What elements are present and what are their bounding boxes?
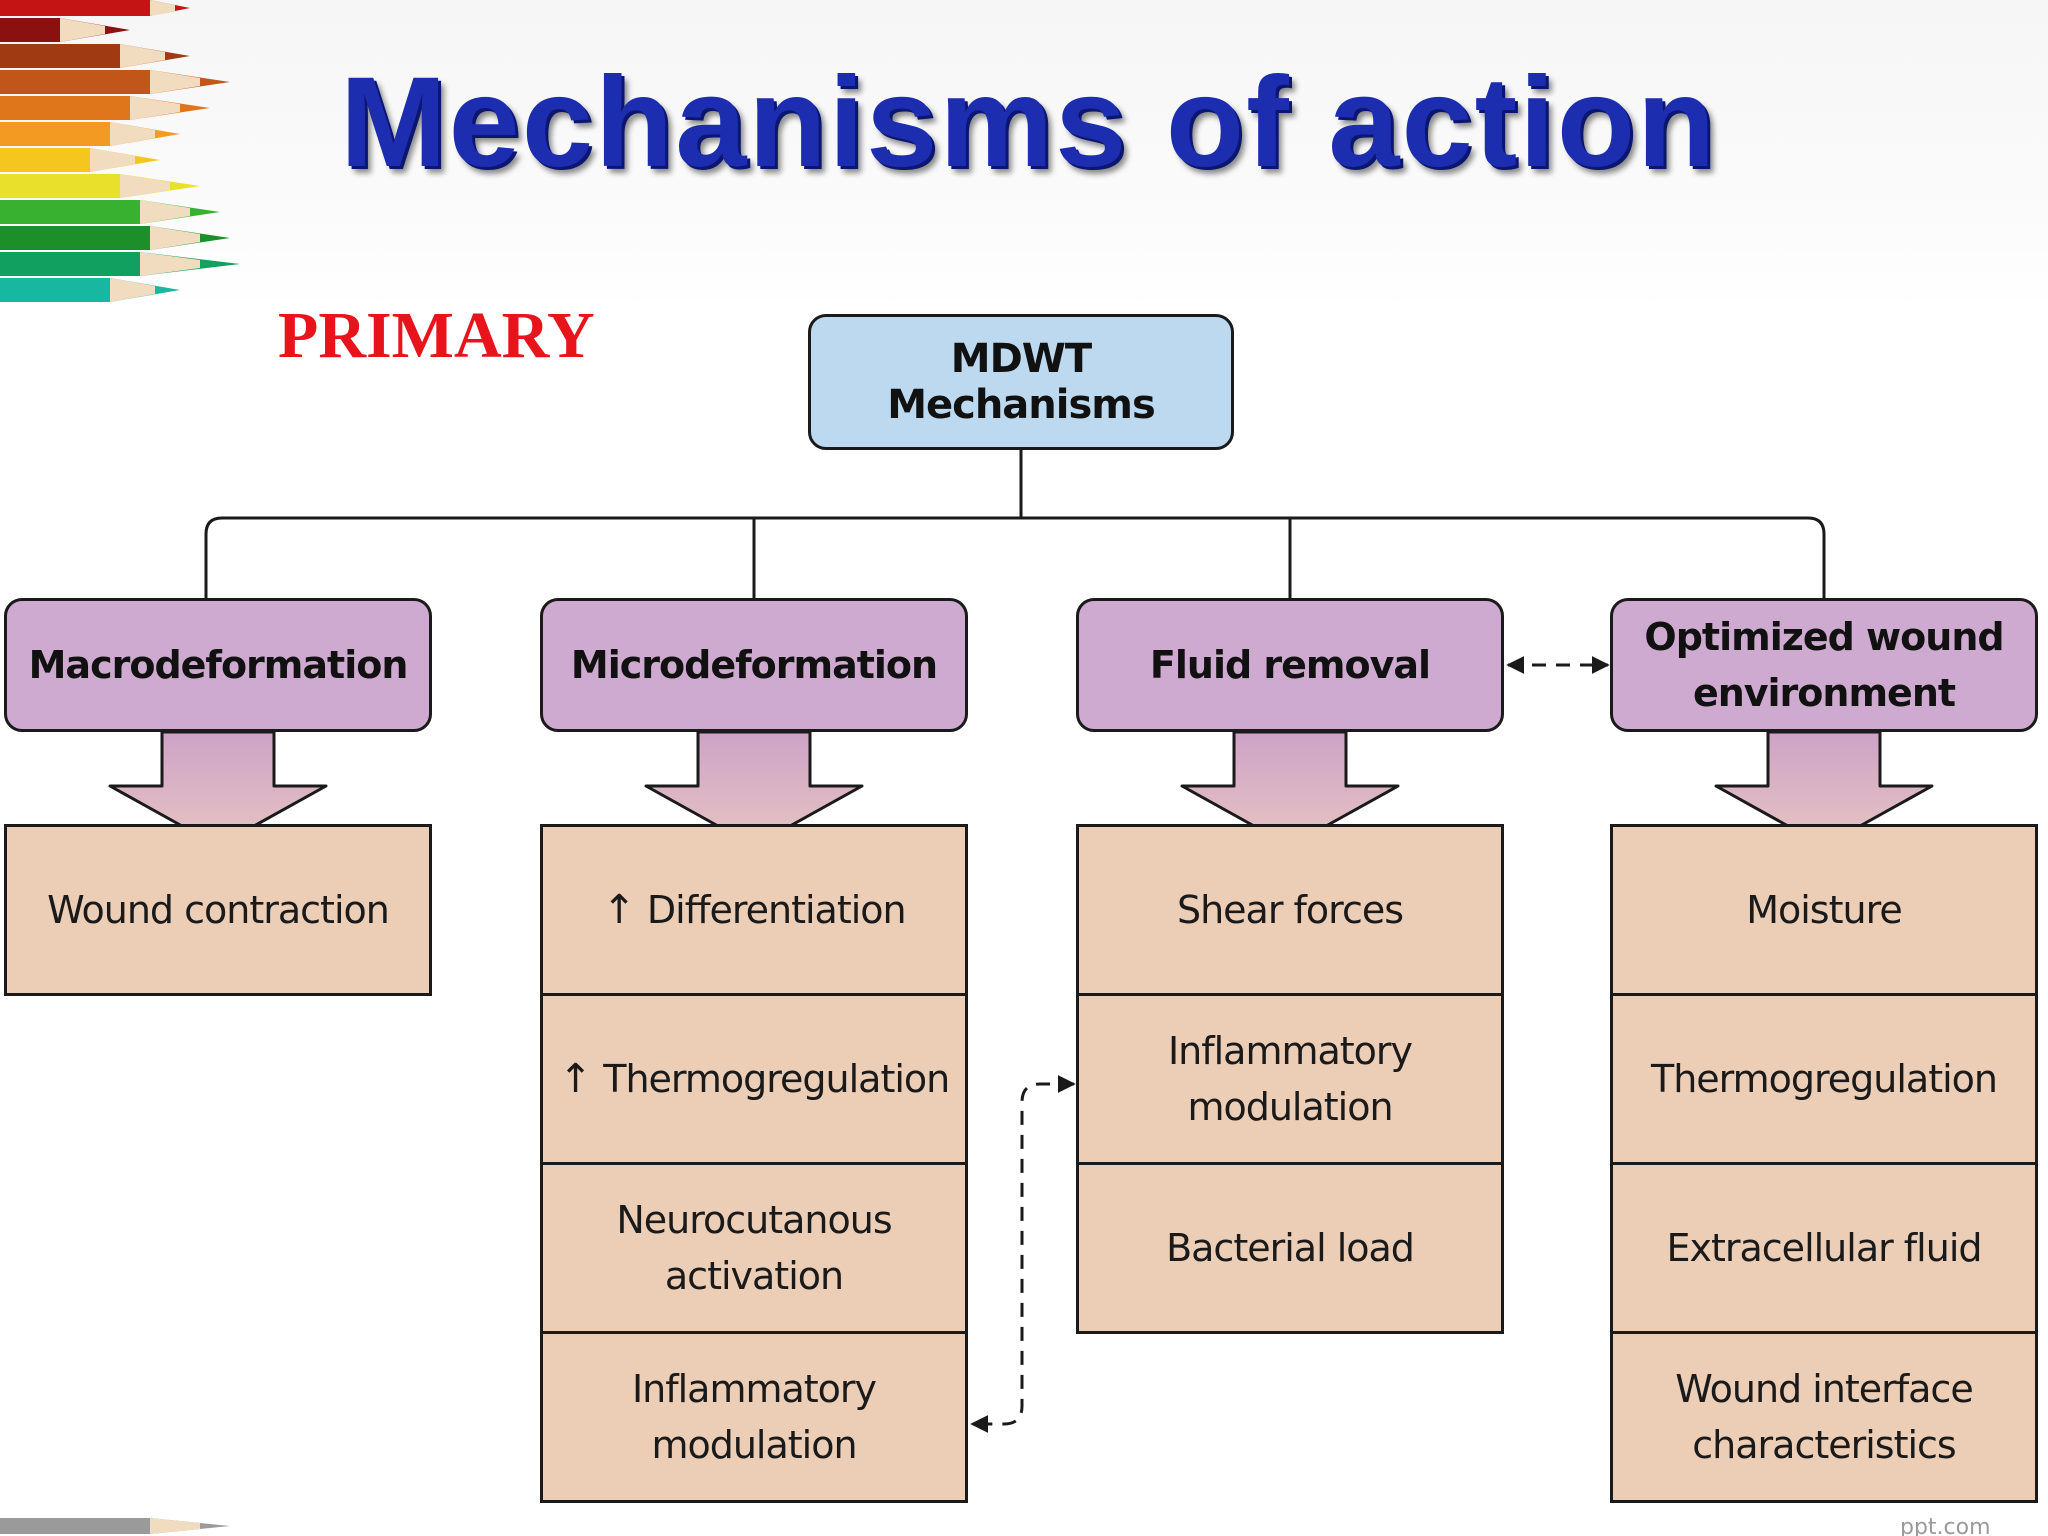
category-macrodeformation: Macrodeformation [4, 598, 432, 732]
watermark: ppt.com [1900, 1515, 1991, 1536]
mechanism-item-label: Differentiation [646, 888, 907, 932]
mechanism-item-neurocutanous-activation: Neurocutanous activation [540, 1162, 968, 1334]
mechanism-item-label: Inflammatory modulation [631, 1367, 877, 1467]
mechanism-item-differentiation: ↑Differentiation [540, 824, 968, 996]
mechanism-item-moisture: Moisture [1610, 824, 2038, 996]
mechanism-item-inflammatory-modulation: Inflammatory modulation [1076, 993, 1504, 1165]
pencil-decoration-bottom [0, 1518, 230, 1534]
down-arrow-icon [644, 732, 864, 848]
mechanism-item-label: Bacterial load [1166, 1226, 1415, 1270]
mechanism-item-bacterial-load: Bacterial load [1076, 1162, 1504, 1334]
slide-title: Mechanisms of action [340, 51, 1718, 194]
mechanism-item-label: Extracellular fluid [1666, 1226, 1982, 1270]
category-fluid-removal: Fluid removal [1076, 598, 1504, 732]
up-arrow-icon: ↑ [558, 1056, 593, 1102]
category-optimized-wound-environment: Optimized wound environment [1610, 598, 2038, 732]
mechanism-item-label: Shear forces [1176, 888, 1404, 932]
mechanism-item-label: Wound interface characteristics [1675, 1367, 1973, 1467]
mechanism-item-inflammatory-modulation: Inflammatory modulation [540, 1331, 968, 1503]
mechanism-item-label: Neurocutanous activation [616, 1198, 892, 1298]
mechanism-item-thermogregulation: ↑Thermogregulation [540, 993, 968, 1165]
down-arrow-icon [108, 732, 328, 848]
mechanism-item-extracellular-fluid: Extracellular fluid [1610, 1162, 2038, 1334]
down-arrow-icon [1714, 732, 1934, 848]
primary-label: PRIMARY [278, 299, 595, 372]
mechanism-item-thermogregulation: Thermogregulation [1610, 993, 2038, 1165]
title-band [0, 0, 2048, 310]
mechanism-item-label: Thermogregulation [603, 1057, 950, 1101]
mechanism-item-label: Wound contraction [47, 888, 390, 932]
mechanism-item-shear-forces: Shear forces [1076, 824, 1504, 996]
mechanism-item-wound-contraction: Wound contraction [4, 824, 432, 996]
root-node: MDWT Mechanisms [808, 314, 1234, 450]
colored-pencils-decoration [0, 0, 240, 302]
mechanism-item-label: Thermogregulation [1650, 1057, 1998, 1101]
down-arrow-icon [1180, 732, 1400, 848]
mechanism-item-wound-interface-characteristics: Wound interface characteristics [1610, 1331, 2038, 1503]
category-microdeformation: Microdeformation [540, 598, 968, 732]
mechanism-item-label: Moisture [1746, 888, 1903, 932]
mechanism-item-label: Inflammatory modulation [1167, 1029, 1413, 1129]
up-arrow-icon: ↑ [602, 887, 636, 933]
